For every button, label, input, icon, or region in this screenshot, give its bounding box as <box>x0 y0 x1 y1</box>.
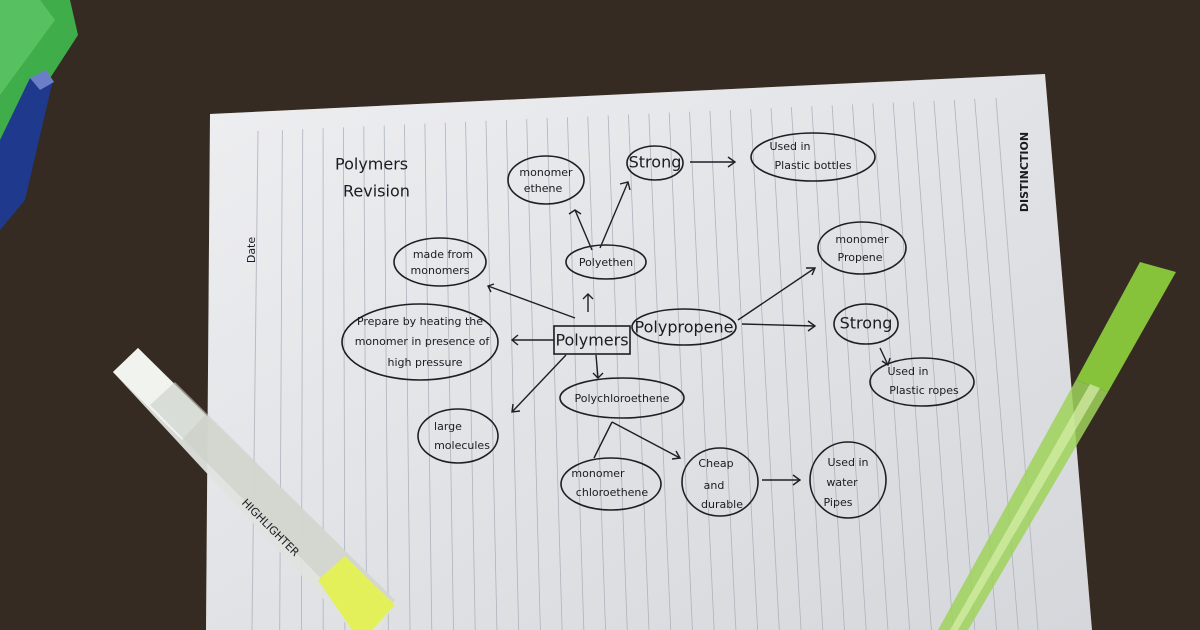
ruled-line <box>505 119 520 630</box>
page-title-line1: Polymers <box>335 155 408 174</box>
ruled-line <box>811 106 845 630</box>
ruled-lines <box>279 98 1019 630</box>
node-polymers: Polymers <box>555 331 628 350</box>
node-made-from-oval <box>393 237 487 287</box>
node-prepare-l1: Prepare by heating the <box>357 315 483 328</box>
node-monomer-chloro-l2: chloroethene <box>576 486 649 499</box>
node-strong-top: Strong <box>629 153 682 172</box>
node-used-ropes-l1: Used in <box>887 365 928 378</box>
node-monomer-chloro-l1: monomer <box>571 467 625 480</box>
ruled-line <box>465 121 476 630</box>
ruled-line <box>526 119 541 630</box>
ruled-line <box>729 109 759 630</box>
node-monomer-chloro-oval <box>560 457 662 511</box>
node-used-pipes-l1: Used in <box>827 456 868 469</box>
node-prepare-l3: high pressure <box>388 356 463 369</box>
node-polymers-box <box>553 325 631 355</box>
highlighter: HIGHLIGHTER <box>113 348 395 630</box>
ruled-line <box>567 117 585 630</box>
ruled-line <box>424 123 433 630</box>
node-cheap-oval <box>681 447 759 517</box>
node-used-bottles-l1: Used in <box>769 140 810 153</box>
node-strong-right-oval <box>833 303 899 345</box>
ruled-line <box>689 111 715 630</box>
connector-arrows <box>487 156 891 486</box>
node-prepare-oval <box>341 303 499 381</box>
ruled-line <box>444 122 454 630</box>
node-polychloroethene: Polychloroethene <box>575 392 670 405</box>
node-large-oval <box>417 408 499 464</box>
ruled-line <box>343 127 346 630</box>
node-used-ropes-oval <box>869 357 975 407</box>
ruled-line <box>831 105 867 630</box>
node-used-pipes-oval <box>809 441 887 519</box>
ruled-line <box>892 102 932 630</box>
ruled-line <box>607 115 628 630</box>
node-polyethene: Polyethen <box>579 256 633 269</box>
ruled-line <box>770 108 802 630</box>
page-title-line2: Revision <box>343 182 410 201</box>
node-monomer-ethene-l1: monomer <box>519 166 573 179</box>
node-used-pipes-l3: Pipes <box>824 496 853 509</box>
ruled-line <box>750 108 780 630</box>
paper-sheet <box>206 74 1092 630</box>
ruled-line <box>668 112 693 630</box>
node-cheap-l3: durable <box>701 498 743 511</box>
node-used-ropes-l2: Plastic ropes <box>889 384 959 397</box>
node-used-pipes-l2: water <box>826 476 858 489</box>
node-used-bottles-oval <box>750 132 876 182</box>
node-cheap-l1: Cheap <box>698 457 733 470</box>
node-made-from-l2: monomers <box>411 264 470 277</box>
node-monomer-propene-l2: Propene <box>838 251 883 264</box>
ruled-line <box>852 104 889 630</box>
node-prepare-l2: monomer in presence of <box>355 335 491 348</box>
node-monomer-ethene-oval <box>507 155 585 205</box>
ruled-line <box>790 107 824 630</box>
brand-logo: DISTINCTION <box>1018 132 1031 212</box>
node-strong-top-oval <box>626 145 684 181</box>
node-polypropene: Polypropene <box>635 318 734 337</box>
node-cheap-l2: and <box>704 479 725 492</box>
ruled-line <box>872 103 911 630</box>
ruled-line <box>648 113 672 630</box>
node-large-l1: large <box>434 420 462 433</box>
node-monomer-propene-l1: monomer <box>835 233 889 246</box>
ruled-line <box>913 101 954 630</box>
green-pen <box>938 262 1176 630</box>
node-polypropene-oval <box>631 308 737 346</box>
ruled-line <box>485 120 498 630</box>
node-large-l2: molecules <box>434 439 490 452</box>
ruled-line <box>363 126 368 630</box>
date-label: Date <box>245 237 258 264</box>
node-polychloroethene-oval <box>559 377 685 419</box>
ruled-line <box>933 100 976 630</box>
node-polyethene-oval <box>565 244 647 280</box>
ruled-line <box>587 116 606 630</box>
node-monomer-ethene-l2: ethene <box>524 182 563 195</box>
ruled-line <box>404 124 411 630</box>
node-strong-right: Strong <box>840 314 893 333</box>
ruled-line <box>383 125 389 630</box>
node-made-from-l1: made from <box>413 248 473 261</box>
node-monomer-propene-oval <box>817 221 907 275</box>
node-used-bottles-l2: Plastic bottles <box>775 159 852 172</box>
ruled-line <box>709 110 737 630</box>
blue-pen <box>0 70 54 230</box>
ruled-line <box>628 114 650 630</box>
